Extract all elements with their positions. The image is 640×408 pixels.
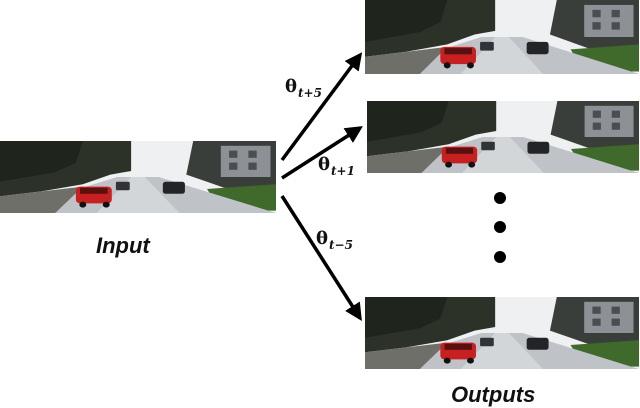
theta-t-minus-5: θt−5 <box>316 228 353 252</box>
theta-subscript: t−5 <box>329 238 353 252</box>
theta-subscript: t+5 <box>298 86 322 100</box>
arrow-to-t-minus-5 <box>280 195 362 321</box>
theta-symbol: θ <box>318 154 331 175</box>
arrow-to-t-plus-1 <box>281 126 363 180</box>
ellipsis-dot <box>494 221 506 233</box>
theta-t-plus-5: θt+5 <box>285 76 322 100</box>
ellipsis-dot <box>494 192 506 204</box>
input-label: Input <box>96 233 150 258</box>
theta-t-plus-1: θt+1 <box>318 154 355 178</box>
outputs-label: Outputs <box>451 382 536 407</box>
ellipsis-dot <box>494 251 506 263</box>
theta-symbol: θ <box>316 228 329 249</box>
theta-symbol: θ <box>285 76 298 97</box>
theta-subscript: t+1 <box>331 164 355 178</box>
arrow-to-t-plus-5 <box>280 52 363 162</box>
